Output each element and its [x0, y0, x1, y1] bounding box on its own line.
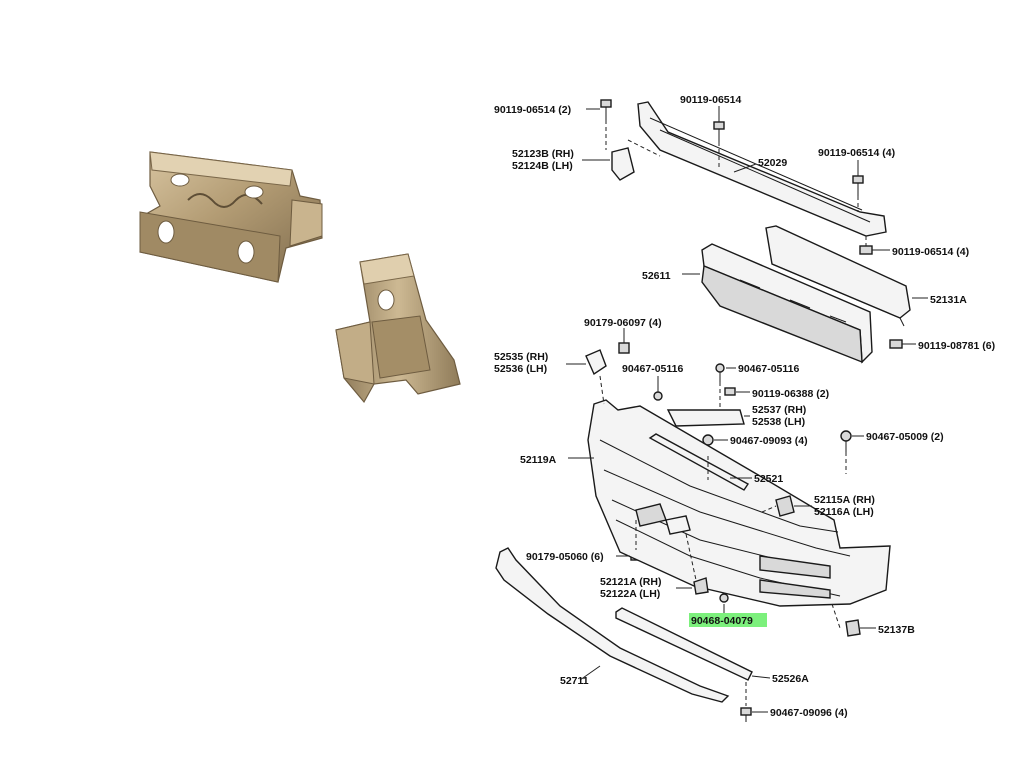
bracket-52123b	[611, 147, 635, 181]
highlight-marker	[689, 613, 767, 627]
label-52116a: 52116A (LH)	[814, 506, 874, 518]
metal-clip-large	[139, 151, 323, 283]
bracket-52537	[666, 409, 745, 427]
label-90467-05116-left: 90467-05116	[622, 363, 683, 375]
label-90467-09093: 90467-09093 (4)	[730, 435, 808, 447]
label-90179-06097: 90179-06097 (4)	[584, 317, 662, 329]
label-52115a: 52115A (RH)	[814, 494, 875, 506]
label-52124b: 52124B (LH)	[512, 160, 573, 172]
spacer-52526a	[615, 607, 753, 681]
part-labels: 90119-06514 (2) 90119-06514 52123B (RH) …	[494, 94, 995, 719]
label-52029: 52029	[758, 157, 787, 169]
molding-52521	[648, 433, 750, 491]
label-52119a: 52119A	[520, 454, 557, 466]
label-52536: 52536 (LH)	[494, 363, 547, 375]
bumper-cover	[587, 399, 891, 607]
label-52711: 52711	[560, 675, 589, 687]
label-52535: 52535 (RH)	[494, 351, 548, 363]
energy-absorber	[701, 243, 873, 364]
clip-52115a	[775, 495, 795, 517]
leader-lines	[566, 106, 928, 713]
bumper-exploded-view: 90119-06514 (2) 90119-06514 52123B (RH) …	[490, 88, 1000, 728]
bracket-52535	[585, 349, 607, 376]
label-52137b: 52137B	[878, 624, 915, 636]
label-52521: 52521	[754, 473, 783, 485]
label-90467-05116-right: 90467-05116	[738, 363, 799, 375]
label-52123b: 52123B (RH)	[512, 148, 574, 160]
label-90179-05060: 90179-05060 (6)	[526, 551, 604, 563]
spoiler-strip	[495, 547, 730, 703]
bolt-icons	[600, 99, 903, 722]
label-90119-06514: 90119-06514	[680, 94, 741, 106]
label-90467-05009: 90467-05009 (2)	[866, 431, 944, 443]
clip-52137b	[845, 619, 861, 637]
label-90119-08781: 90119-08781 (6)	[918, 340, 995, 352]
label-52131a: 52131A	[930, 294, 967, 306]
label-52121a: 52121A (RH)	[600, 576, 661, 588]
label-90467-09096: 90467-09096 (4)	[770, 707, 848, 719]
retainer-52121a	[665, 515, 709, 595]
label-90119-06514-2: 90119-06514 (2)	[494, 104, 571, 116]
label-52611: 52611	[642, 270, 671, 282]
metal-clip-small	[335, 253, 461, 404]
label-90468-04079: 90468-04079	[691, 615, 753, 627]
label-90119-06514-4-top: 90119-06514 (4)	[818, 147, 895, 159]
label-52122a: 52122A (LH)	[600, 588, 660, 600]
clip-photo	[139, 151, 461, 404]
label-90119-06514-4-mid: 90119-06514 (4)	[892, 246, 969, 258]
label-52538: 52538 (LH)	[752, 416, 805, 428]
label-52526a: 52526A	[772, 673, 809, 685]
label-90119-06388: 90119-06388 (2)	[752, 388, 829, 400]
bumper-plate	[765, 225, 911, 327]
label-52537: 52537 (RH)	[752, 404, 806, 416]
